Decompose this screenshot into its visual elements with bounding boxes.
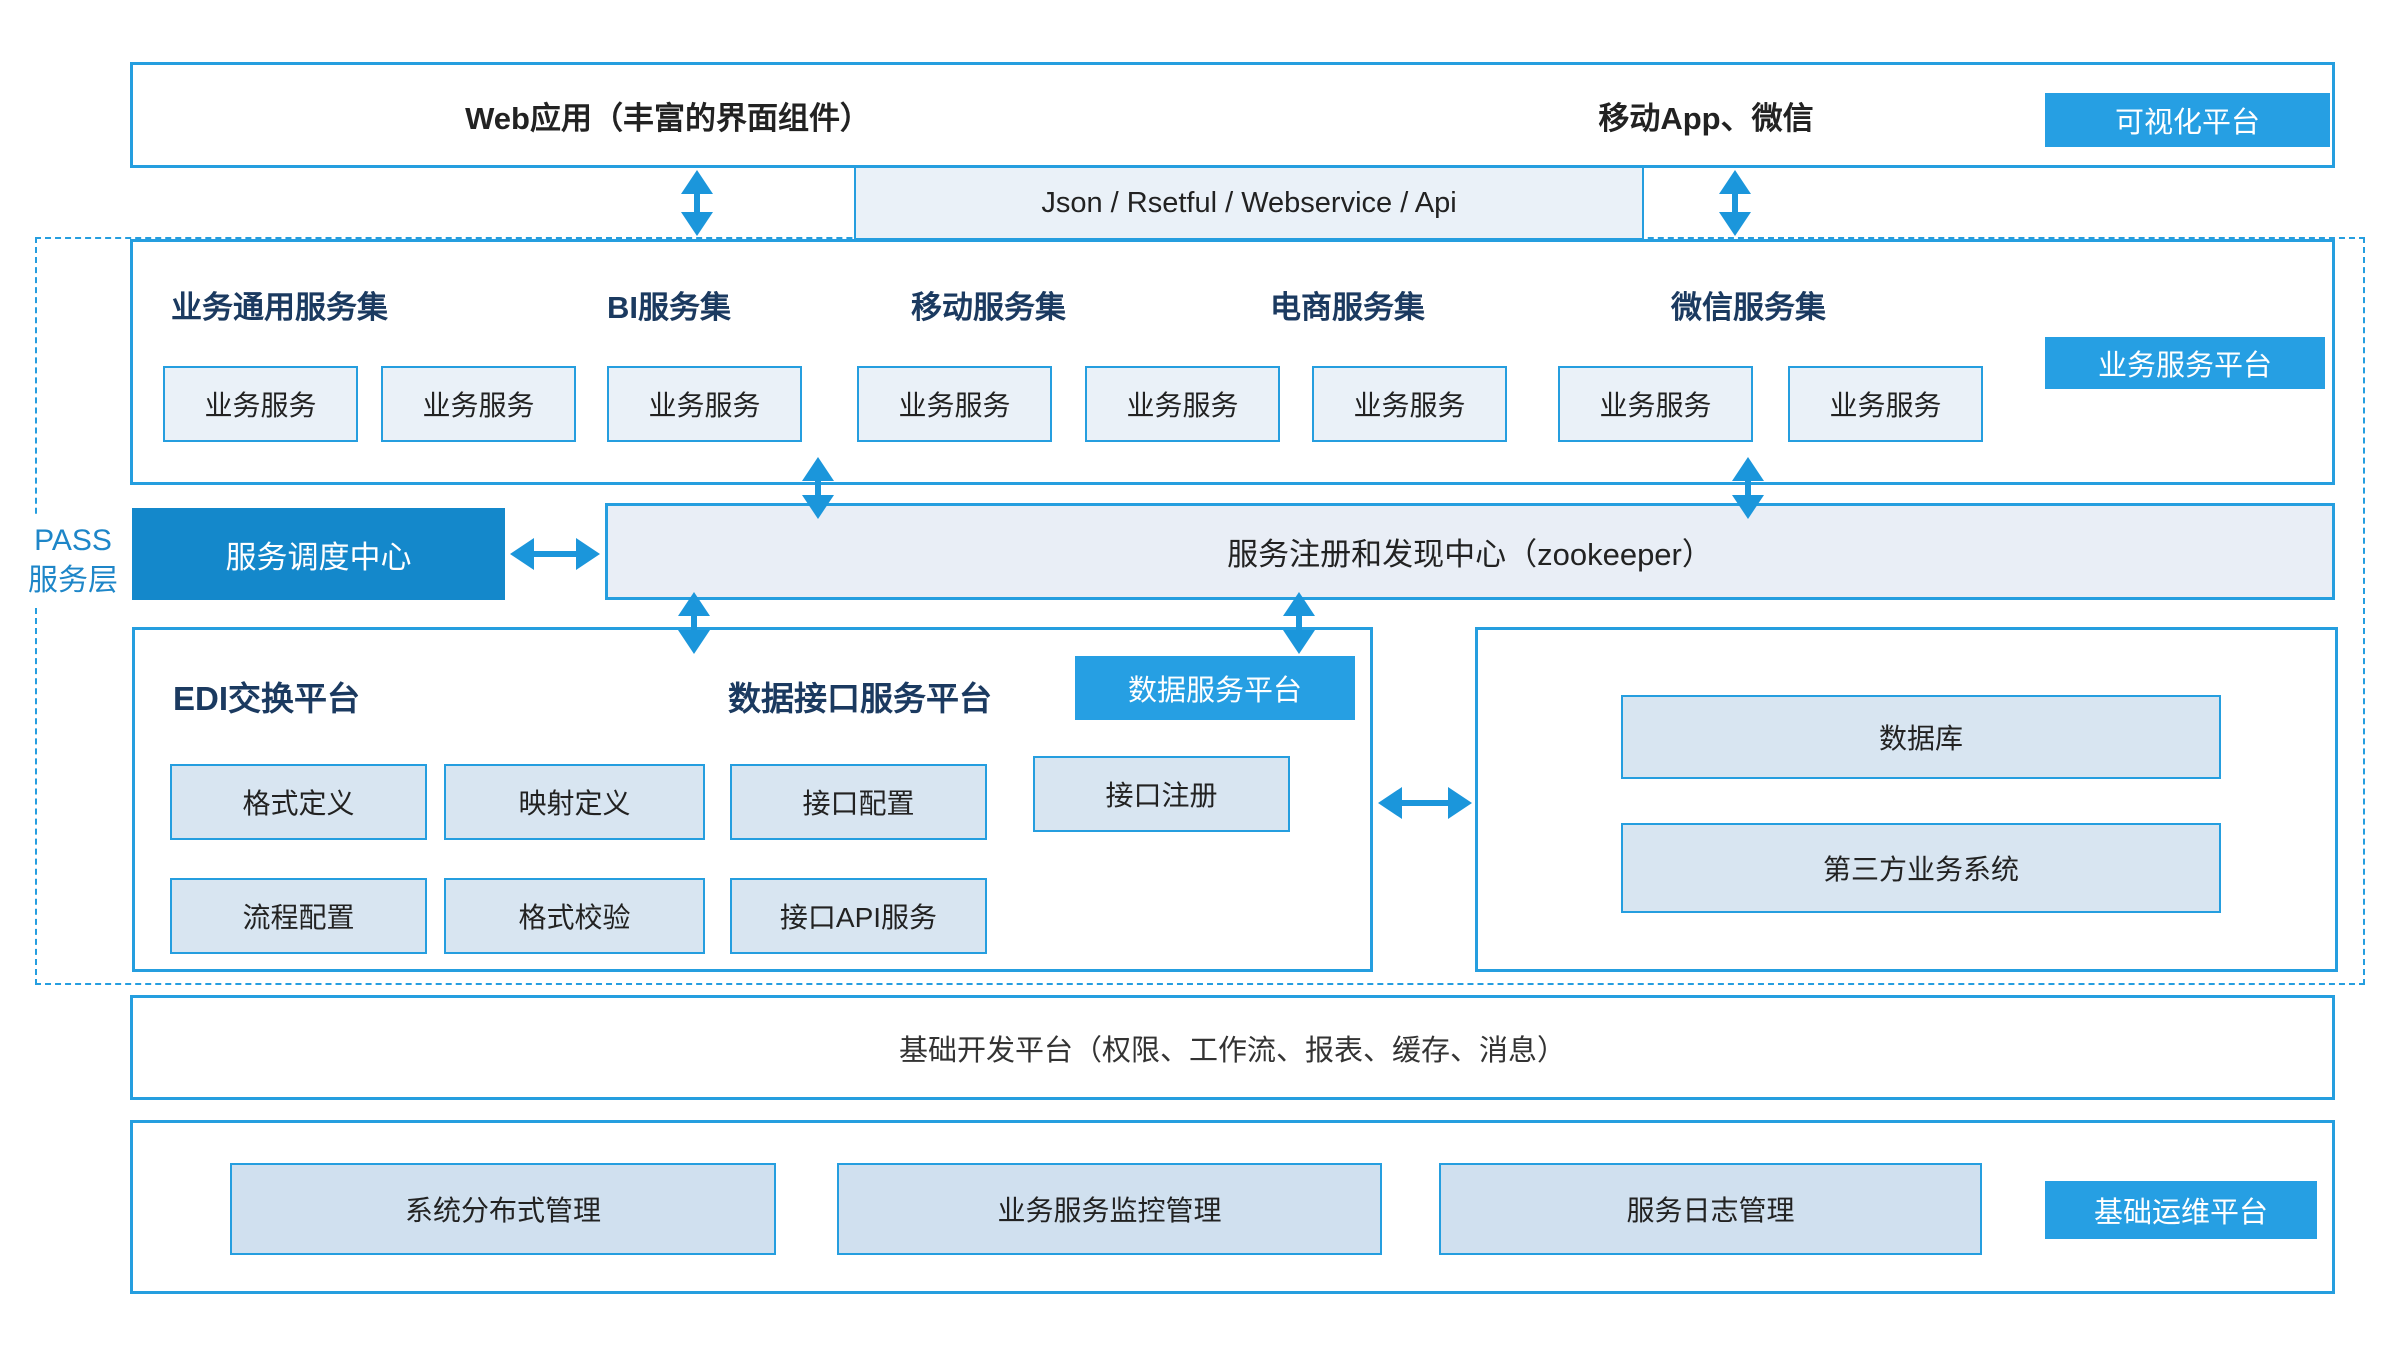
business-service-box-5: 业务服务: [1085, 366, 1280, 442]
business-service-box-4: 业务服务: [857, 366, 1052, 442]
business-service-box-7: 业务服务: [1558, 366, 1753, 442]
web-app-label: Web应用（丰富的界面组件）: [465, 100, 871, 136]
group-head-common-services: 业务通用服务集: [171, 290, 388, 325]
data-service-platform-badge[interactable]: 数据服务平台: [1075, 656, 1355, 720]
group-head-wechat-services: 微信服务集: [1671, 290, 1826, 325]
service-scheduler-box: 服务调度中心: [132, 508, 505, 600]
mobile-app-label: 移动App、微信: [1598, 100, 1814, 136]
interface-config-box: 接口配置: [730, 764, 987, 840]
database-box: 数据库: [1621, 695, 2221, 779]
pass-layer-label-line2: 服务层: [28, 564, 118, 597]
edi-platform-title: EDI交换平台: [173, 680, 361, 717]
business-service-platform-box: 业务通用服务集 BI服务集 移动服务集 电商服务集 微信服务集 业务服务 业务服…: [130, 239, 2335, 485]
data-service-platform-box: EDI交换平台 数据接口服务平台 数据服务平台 格式定义 映射定义 接口配置 接…: [132, 627, 1373, 972]
service-monitoring-box: 业务服务监控管理: [837, 1163, 1382, 1255]
service-log-management-box: 服务日志管理: [1439, 1163, 1982, 1255]
service-registry-box: 服务注册和发现中心（zookeeper）: [605, 503, 2335, 600]
arrow-data-to-external-icon: [1378, 785, 1472, 821]
base-ops-platform-box: 系统分布式管理 业务服务监控管理 服务日志管理 基础运维平台: [130, 1120, 2335, 1294]
process-config-box: 流程配置: [170, 878, 427, 954]
data-interface-platform-title: 数据接口服务平台: [728, 680, 992, 717]
base-dev-platform-box: 基础开发平台（权限、工作流、报表、缓存、消息）: [130, 995, 2335, 1100]
interface-register-box: 接口注册: [1033, 756, 1290, 832]
external-systems-box: 数据库 第三方业务系统: [1475, 627, 2338, 972]
business-service-box-2: 业务服务: [381, 366, 576, 442]
third-party-system-box: 第三方业务系统: [1621, 823, 2221, 913]
pass-layer-label-line1: PASS: [34, 524, 112, 557]
business-service-platform-badge[interactable]: 业务服务平台: [2045, 337, 2325, 389]
pass-layer-label: PASS 服务层: [8, 515, 138, 607]
business-service-box-3: 业务服务: [607, 366, 802, 442]
arrow-web-to-business-icon: [679, 170, 715, 236]
arrow-registry-to-data-right-icon: [1281, 592, 1317, 654]
format-validation-box: 格式校验: [444, 878, 705, 954]
arrow-registry-to-data-left-icon: [676, 592, 712, 654]
arrow-scheduler-to-registry-icon: [510, 536, 600, 572]
business-service-box-6: 业务服务: [1312, 366, 1507, 442]
api-protocol-bar: Json / Rsetful / Webservice / Api: [854, 166, 1644, 240]
group-head-ecommerce-services: 电商服务集: [1270, 290, 1425, 325]
business-service-box-8: 业务服务: [1788, 366, 1983, 442]
mapping-definition-box: 映射定义: [444, 764, 705, 840]
interface-api-service-box: 接口API服务: [730, 878, 987, 954]
group-head-bi-services: BI服务集: [607, 290, 731, 325]
visualization-platform-badge[interactable]: 可视化平台: [2045, 93, 2330, 147]
arrow-mobile-to-business-icon: [1717, 170, 1753, 236]
group-head-mobile-services: 移动服务集: [911, 290, 1066, 325]
client-layer-box: Web应用（丰富的界面组件） 移动App、微信 可视化平台: [130, 62, 2335, 168]
base-ops-platform-badge[interactable]: 基础运维平台: [2045, 1181, 2317, 1239]
distributed-management-box: 系统分布式管理: [230, 1163, 776, 1255]
business-service-box-1: 业务服务: [163, 366, 358, 442]
arrow-business-to-registry-right-icon: [1730, 457, 1766, 519]
format-definition-box: 格式定义: [170, 764, 427, 840]
arrow-business-to-registry-left-icon: [800, 457, 836, 519]
